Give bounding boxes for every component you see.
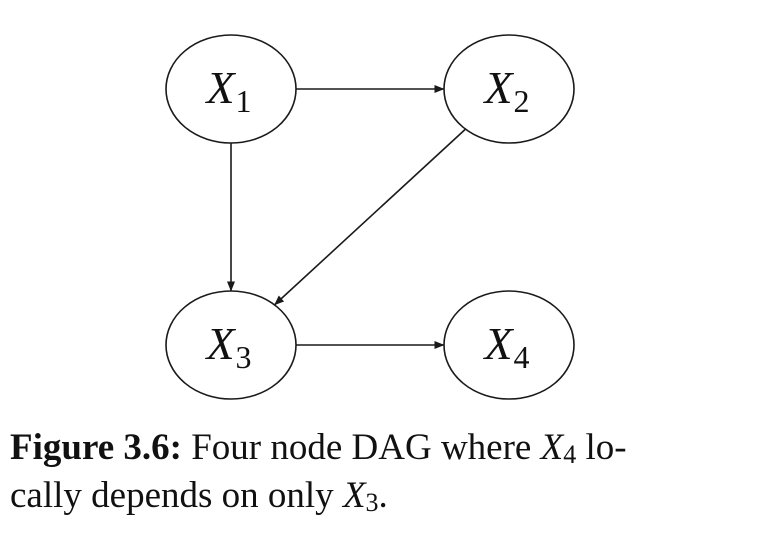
caption-line-2: cally depends on only X3. xyxy=(10,472,760,520)
node-x1-ellipse xyxy=(165,34,297,144)
figure-caption: Figure 3.6: Four node DAG where X4 lo- c… xyxy=(10,424,760,520)
caption-line-1: Figure 3.6: Four node DAG where X4 lo- xyxy=(10,424,760,472)
node-x3-ellipse xyxy=(165,290,297,400)
node-x4-ellipse xyxy=(443,290,575,400)
caption-math-x4: X4 xyxy=(540,427,577,469)
node-x2: X2 xyxy=(443,34,575,144)
caption-period: . xyxy=(378,475,388,516)
caption-figure-number: Figure 3.6: xyxy=(10,427,182,468)
caption-text-hyphen: lo- xyxy=(576,427,627,468)
node-x4-label: X4 xyxy=(482,318,529,375)
node-x1: X1 xyxy=(165,34,297,144)
node-x4: X4 xyxy=(443,290,575,400)
node-x2-ellipse xyxy=(443,34,575,144)
node-x2-label: X2 xyxy=(482,62,529,119)
node-x3-label: X3 xyxy=(204,318,251,375)
caption-text: Four node DAG where xyxy=(181,427,541,468)
edge-x2-to-x3 xyxy=(273,128,467,306)
node-x3: X3 xyxy=(165,290,297,400)
caption-math-x3: X3 xyxy=(342,475,379,517)
caption-text-continued: cally depends on only xyxy=(10,475,343,516)
node-x1-label: X1 xyxy=(204,62,251,119)
